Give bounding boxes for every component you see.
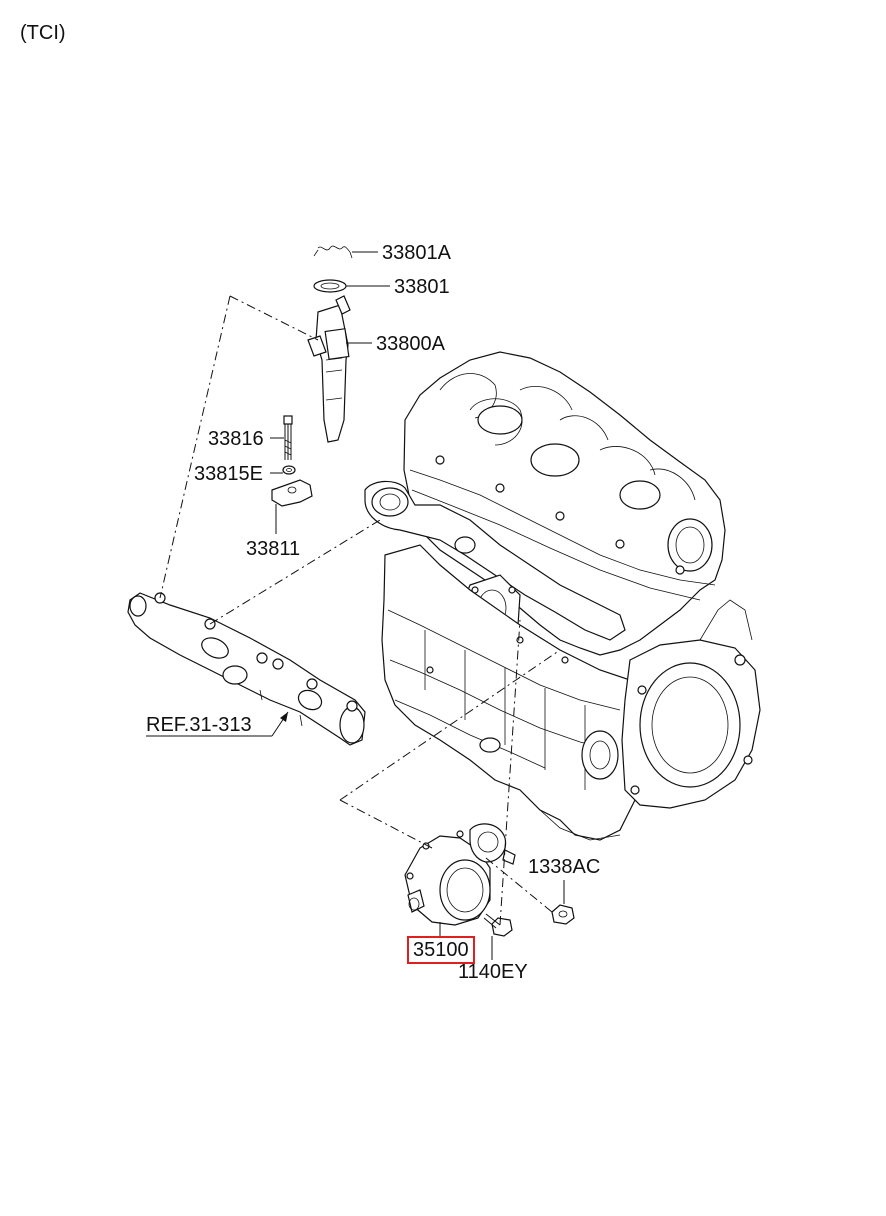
part-label-33800A[interactable]: 33800A (376, 333, 445, 355)
engine-block-drawing (364, 351, 761, 841)
fuel-rail-drawing (127, 592, 366, 746)
ref-label-31-313[interactable]: REF.31-313 (146, 714, 252, 736)
part-label-33816[interactable]: 33816 (208, 428, 264, 450)
injector-drawing (307, 245, 353, 443)
assembly-lines (159, 295, 561, 926)
part-label-33811[interactable]: 33811 (246, 538, 301, 560)
part-label-33801A[interactable]: 33801A (382, 242, 451, 264)
part-label-33801[interactable]: 33801 (394, 276, 450, 298)
variant-label: (TCI) (20, 22, 66, 44)
clamp-bolt-drawing (271, 415, 313, 507)
leader-lines (146, 251, 565, 960)
part-label-1140EY[interactable]: 1140EY (458, 961, 528, 983)
part-label-33815E[interactable]: 33815E (194, 463, 263, 485)
part-label-1338AC[interactable]: 1338AC (528, 856, 601, 878)
part-label-35100-highlighted[interactable]: 35100 (407, 936, 475, 964)
thermostat-housing-drawing (404, 823, 575, 937)
